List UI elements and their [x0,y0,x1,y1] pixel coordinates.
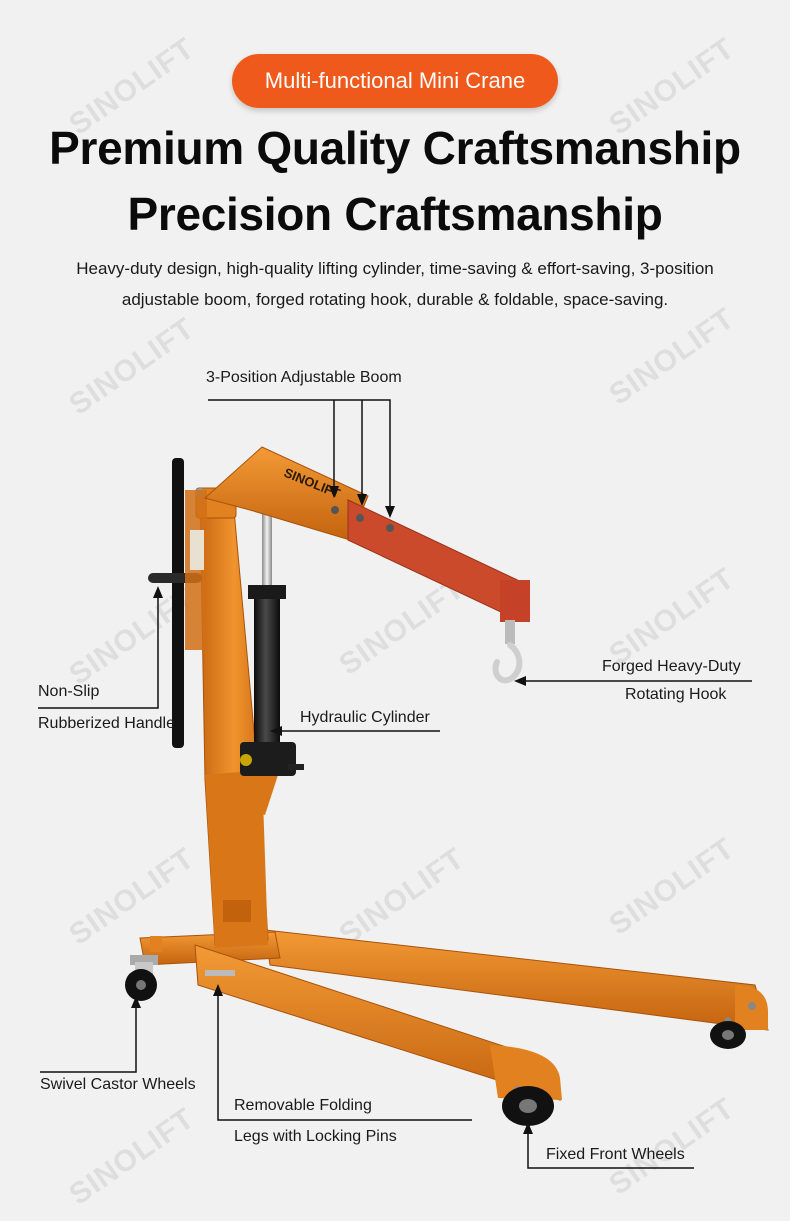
front-leg [194,944,562,1101]
rear-wheel [710,1021,746,1049]
callout-arrows [131,486,533,1134]
front-wheel [502,1086,554,1126]
description-line-1: Heavy-duty design, high-quality lifting … [76,259,714,278]
rear-leg [264,929,769,1031]
headline-line-2: Precision Craftsmanship [127,188,663,240]
boom: SINOLIFT [203,446,530,622]
headline-line-1: Premium Quality Craftsmanship [49,122,741,174]
label-handle-line-2: Rubberized Handle [38,715,175,732]
hydraulic-cylinder [240,510,304,776]
rotating-hook [492,620,523,684]
label-handle-line-1: Non-Slip [38,683,100,700]
label-adjustable-boom: 3-Position Adjustable Boom [206,369,402,386]
label-swivel-castor: Swivel Castor Wheels [40,1076,196,1093]
swivel-castor [125,955,158,1001]
product-badge: Multi-functional Mini Crane [232,54,558,108]
label-legs-line-1: Removable Folding [234,1097,372,1114]
pump-handle [148,458,207,748]
label-legs-line-2: Legs with Locking Pins [234,1128,397,1145]
label-hook-line-2: Rotating Hook [625,686,727,703]
callout-lines [38,399,752,1169]
label-hydraulic-cylinder: Hydraulic Cylinder [300,709,430,726]
label-front-wheels: Fixed Front Wheels [546,1146,685,1163]
description-line-2: adjustable boom, forged rotating hook, d… [121,290,669,309]
label-hook-line-1: Forged Heavy-Duty [602,658,741,675]
